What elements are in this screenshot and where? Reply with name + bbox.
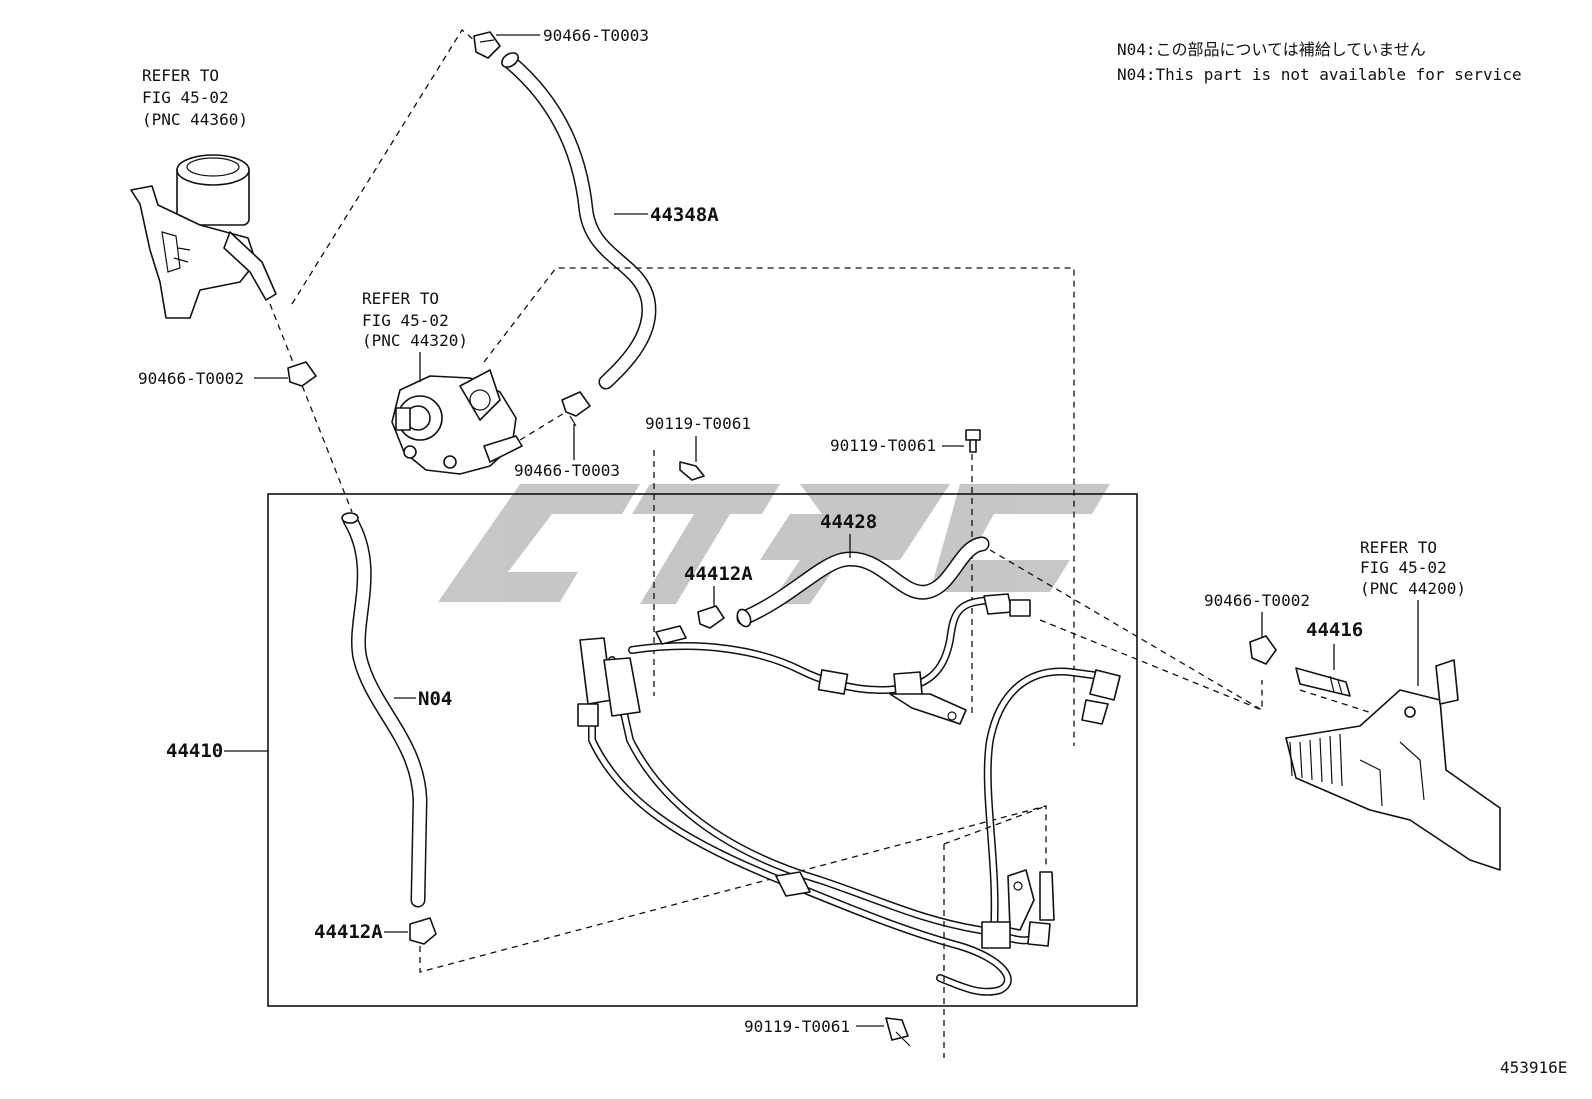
watermark-logo bbox=[438, 484, 1110, 604]
steering-gear bbox=[1285, 659, 1501, 871]
label-union-44416: 44416 bbox=[1306, 619, 1363, 641]
label-bolt-3: 90119-T0061 bbox=[744, 1017, 850, 1036]
note-en: N04:This part is not available for servi… bbox=[1117, 65, 1522, 84]
ref-pump-l1: REFER TO bbox=[362, 289, 439, 308]
label-clamp-44412a-upper: 44412A bbox=[684, 563, 753, 585]
ref-gear-l1: REFER TO bbox=[1360, 538, 1437, 557]
label-bolt-1: 90119-T0061 bbox=[645, 414, 751, 433]
clamp-left-icon bbox=[287, 361, 317, 387]
power-steering-pump bbox=[391, 369, 523, 475]
ref-reservoir-l2: FIG 45-02 bbox=[142, 88, 229, 107]
ref-gear-l2: FIG 45-02 bbox=[1360, 558, 1447, 577]
label-clamp-left: 90466-T0002 bbox=[138, 369, 244, 388]
label-assy-44410: 44410 bbox=[166, 740, 223, 762]
pressure-pipe-assembly bbox=[577, 593, 1121, 996]
clamp-44412a-upper-icon bbox=[697, 605, 725, 629]
note-jp: N04:この部品については補給していません bbox=[1117, 40, 1426, 59]
label-clamp-top: 90466-T0003 bbox=[543, 26, 649, 45]
clamp-right-icon bbox=[1249, 635, 1277, 665]
label-hose-44348a: 44348A bbox=[650, 204, 719, 226]
bolt-1-icon bbox=[679, 461, 705, 481]
clamp-top-icon bbox=[473, 31, 501, 59]
clamp-44412a-lower-icon bbox=[409, 917, 437, 945]
illustration-number: 453916E bbox=[1500, 1058, 1567, 1077]
bolt-3-icon bbox=[885, 1017, 911, 1047]
clamp-pump-icon bbox=[561, 391, 591, 427]
ref-reservoir-l3: (PNC 44360) bbox=[142, 110, 248, 129]
ref-pump-l3: (PNC 44320) bbox=[362, 331, 468, 350]
ref-gear-l3: (PNC 44200) bbox=[1360, 579, 1466, 598]
label-bolt-2: 90119-T0061 bbox=[830, 436, 936, 455]
hose-n04 bbox=[341, 512, 428, 908]
hose-44428 bbox=[736, 536, 990, 628]
label-hose-44428: 44428 bbox=[820, 511, 877, 533]
reservoir-tank bbox=[130, 154, 277, 319]
label-clamp-44412a-lower: 44412A bbox=[314, 921, 383, 943]
bolt-2-icon bbox=[965, 429, 981, 453]
pipe-bolt-icon bbox=[655, 625, 687, 645]
label-clamp-right: 90466-T0002 bbox=[1204, 591, 1310, 610]
label-clamp-pump: 90466-T0003 bbox=[514, 461, 620, 480]
ref-pump-l2: FIG 45-02 bbox=[362, 311, 449, 330]
assembly-44410-box bbox=[267, 493, 1138, 1007]
hose-44348a bbox=[501, 52, 657, 390]
union-44416-icon bbox=[1295, 667, 1351, 697]
ref-reservoir-l1: REFER TO bbox=[142, 66, 219, 85]
label-hose-n04: N04 bbox=[418, 688, 452, 710]
